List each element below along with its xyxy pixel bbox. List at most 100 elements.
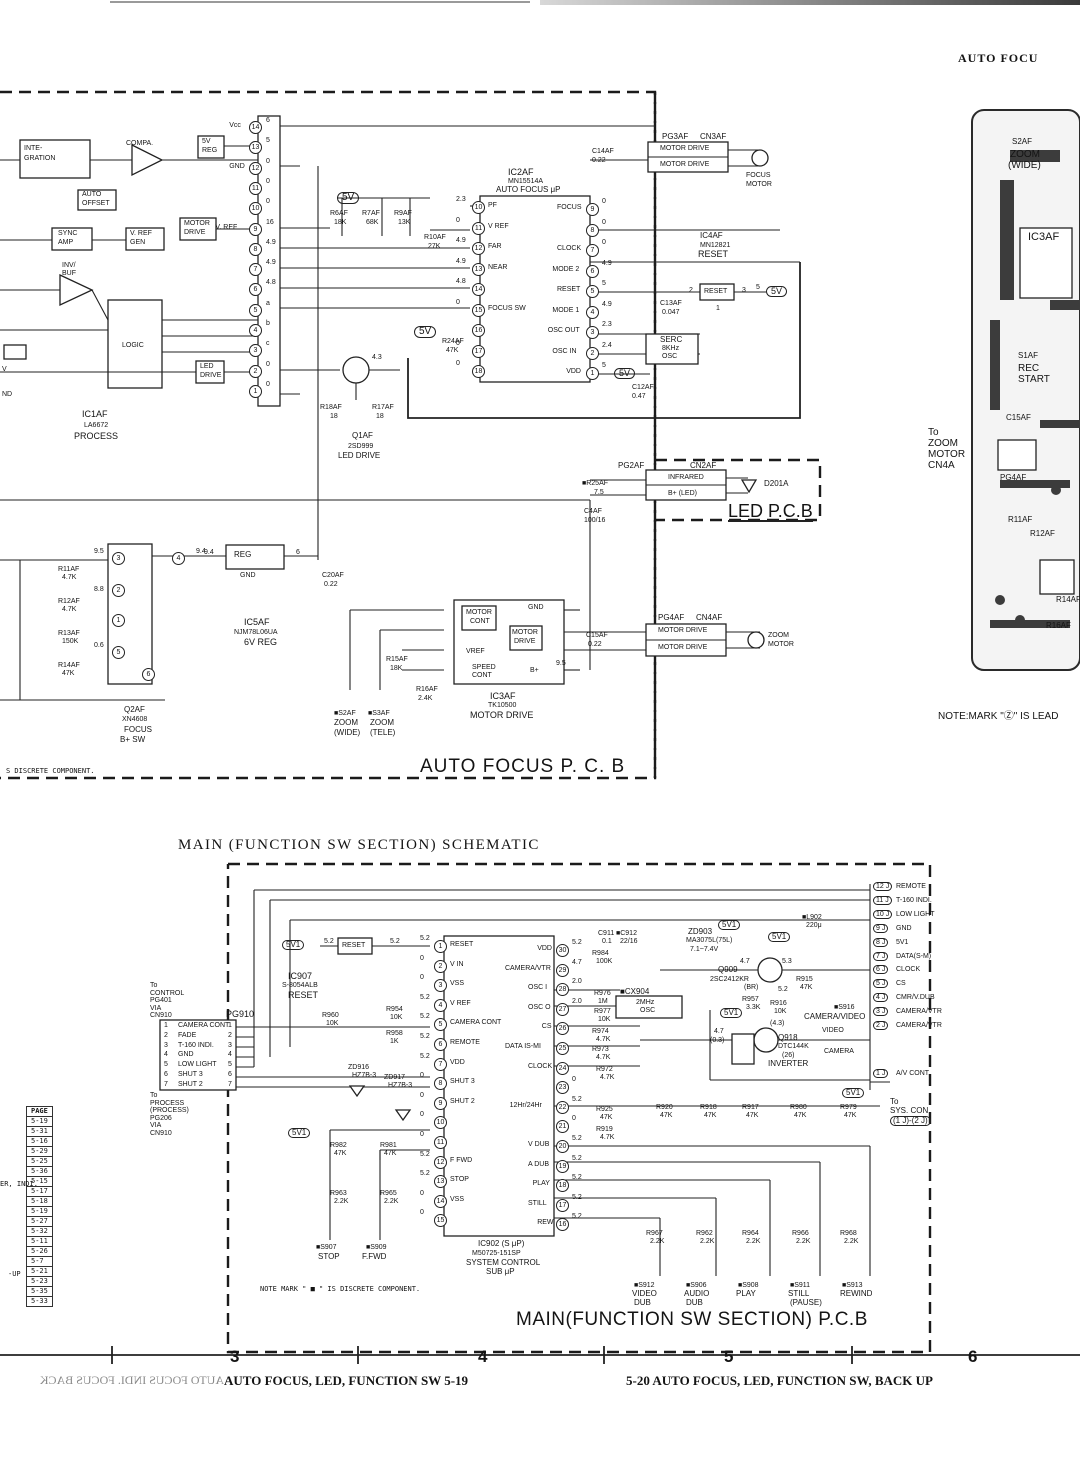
page-table-row: 5-16 — [26, 1136, 53, 1147]
ic2af-lpin-label-12: FAR — [488, 243, 502, 250]
bottom-switch-3-sub: (PAUSE) — [790, 1298, 822, 1307]
s3af-tele: (TELE) — [370, 728, 396, 737]
r919-label: R919 — [596, 1126, 613, 1133]
ic902-rpin-24: 24 — [556, 1061, 569, 1075]
ic2af-lpin-value-12: 4.9 — [456, 237, 466, 244]
ic2af-rpin-1: 1 — [586, 367, 599, 380]
ic4af-pin2: 2 — [689, 287, 693, 294]
c13af-label: C13AF — [660, 300, 682, 307]
ic902-rpin-value-17: 5.2 — [572, 1193, 582, 1201]
ic2af-lpin-11: 11 — [472, 221, 485, 235]
to-control-line-0: To — [150, 982, 158, 989]
ic902-lpin-label-5: CAMERA CONT — [450, 1019, 502, 1027]
pg910-row-num-r-4: 4 — [228, 1051, 232, 1059]
q1af-part: 2SD999 — [348, 443, 374, 450]
ic2af-lpin-17: 17 — [472, 344, 485, 358]
ic902-lpin-12: 12 — [434, 1155, 447, 1169]
ic902-lpin-value-7: 5.2 — [420, 1052, 430, 1060]
ic902-lpin-9: 9 — [434, 1096, 447, 1110]
pcb-zoom: ZOOM — [1010, 149, 1040, 160]
q918-part: DTC144K — [778, 1043, 809, 1050]
ic902-lpin-value-8: 0 — [420, 1072, 424, 1080]
ic1af-name: IC1AF — [82, 409, 108, 419]
ic2af-rpin-label-1: VDD — [566, 368, 581, 375]
top-scan-bar — [0, 0, 1080, 6]
ic902-lpin-value-12: 5.2 — [420, 1150, 430, 1158]
ic3af-motor-cont-1: MOTOR — [466, 609, 492, 616]
j-row-label-3: GND — [896, 924, 912, 932]
ic902-lpin-value-6: 5.2 — [420, 1033, 430, 1040]
r10af-value: 27K — [428, 243, 441, 250]
r6af-value: 18K — [334, 219, 347, 226]
ic902-lpin-6: 6 — [434, 1038, 447, 1051]
q909-v2: 5.2 — [778, 986, 788, 993]
j-row-label-1: T-160 INDI. — [896, 896, 932, 904]
sync-amp-1: SYNC — [58, 230, 78, 237]
j-row-label-8: CMR/V.DUB — [896, 994, 935, 1002]
pg910-row-num-3: 3 — [164, 1041, 168, 1049]
page-table-cell: 5-31 — [26, 1126, 53, 1137]
sync-amp-2: AMP — [58, 239, 74, 246]
ic3af-vref: VREF — [466, 648, 485, 655]
r25af-label: ■R25AF — [582, 480, 609, 487]
r979-label: R979 — [840, 1104, 857, 1111]
bottom-switch-1-name: AUDIO — [684, 1289, 710, 1298]
r977-value: 10K — [598, 1016, 611, 1023]
inv-buf-1: INV/ — [62, 262, 76, 269]
pg910-row-label-4: GND — [178, 1051, 194, 1059]
ic902-lpin-value-11: 0 — [420, 1131, 424, 1138]
ic902-rpin-25: 25 — [556, 1042, 569, 1055]
nd-label: ND — [2, 391, 13, 398]
r16af-label: R16AF — [416, 686, 438, 693]
ic902-rpin-value-20: 5.2 — [572, 1135, 582, 1142]
pcb-r16af: R16AF — [1046, 621, 1071, 630]
ic2af-rpin-4: 4 — [586, 305, 599, 319]
cn4af-row2: MOTOR DRIVE — [658, 644, 708, 651]
r9af-value: 13K — [398, 219, 411, 226]
cx904-osc: OSC — [640, 1007, 656, 1014]
q909-v0: 4.7 — [740, 958, 750, 965]
pg2af-label: PG2AF — [618, 461, 645, 470]
page-table-side-1: ER, INDI. — [0, 1180, 38, 1188]
r954-value: 10K — [390, 1014, 403, 1021]
zd903-part: MA3075L(75L) — [686, 937, 733, 944]
ic5af-name: IC5AF — [244, 617, 270, 627]
v5-1-tag: 5V1 — [288, 1128, 311, 1138]
r966-value: 2.2K — [796, 1238, 811, 1245]
page-table-row: 5-19 — [26, 1116, 53, 1127]
r981-value: 47K — [384, 1150, 397, 1157]
c15af-label: C15AF — [586, 632, 608, 639]
page-table-cell: PAGE — [26, 1106, 53, 1117]
r954-label: R954 — [386, 1006, 403, 1013]
ic902-lpin-3: 3 — [434, 979, 447, 993]
vdd-5v-tag: 5V — [614, 368, 636, 379]
c20af-label: C20AF — [322, 572, 344, 579]
r9af-label: R9AF — [394, 210, 412, 217]
r982-label: R982 — [330, 1142, 347, 1149]
main-schematic-title: MAIN (FUNCTION SW SECTION) SCHEMATIC — [178, 837, 540, 853]
r15af-label: R15AF — [386, 656, 408, 663]
r976-value: 1M — [598, 998, 608, 1005]
page-table-cell: 5-17 — [26, 1186, 53, 1197]
ic2af-rpin-value-1: 5 — [602, 362, 606, 369]
ic902-lpin-label-9: SHUT 2 — [450, 1097, 475, 1105]
c20af-value: 0.22 — [324, 581, 338, 588]
ic902-rpin-value-27: 2.0 — [572, 997, 582, 1005]
vref-gen-1: V. REF — [130, 230, 152, 237]
ic902-rpin-value-16: 5.2 — [572, 1213, 582, 1221]
ic3af-motor-cont-2: CONT — [470, 618, 490, 625]
ic902-lpin-value-13: 5.2 — [420, 1170, 430, 1178]
ic3af-motor-drive-2: DRIVE — [514, 638, 536, 645]
ic902-rpin-label-18: PLAY — [532, 1180, 550, 1188]
ic2af-rpin-9: 9 — [586, 203, 599, 216]
left-res-value-2: 150K — [62, 638, 79, 645]
r957-value: 3.3K — [746, 1004, 761, 1011]
ic2af-lpin-value-11: 0 — [456, 216, 460, 224]
main-pcb-label: MAIN(FUNCTION SW SECTION) P.C.B — [516, 1309, 868, 1330]
pg910-row-num-r-5: 5 — [228, 1061, 232, 1069]
ic3af-name: IC3AF — [490, 691, 516, 701]
r15af-value: 18K — [390, 665, 403, 672]
s916-label: ■S916 — [834, 1004, 855, 1011]
pg910-row-num-1: 1 — [164, 1022, 168, 1029]
